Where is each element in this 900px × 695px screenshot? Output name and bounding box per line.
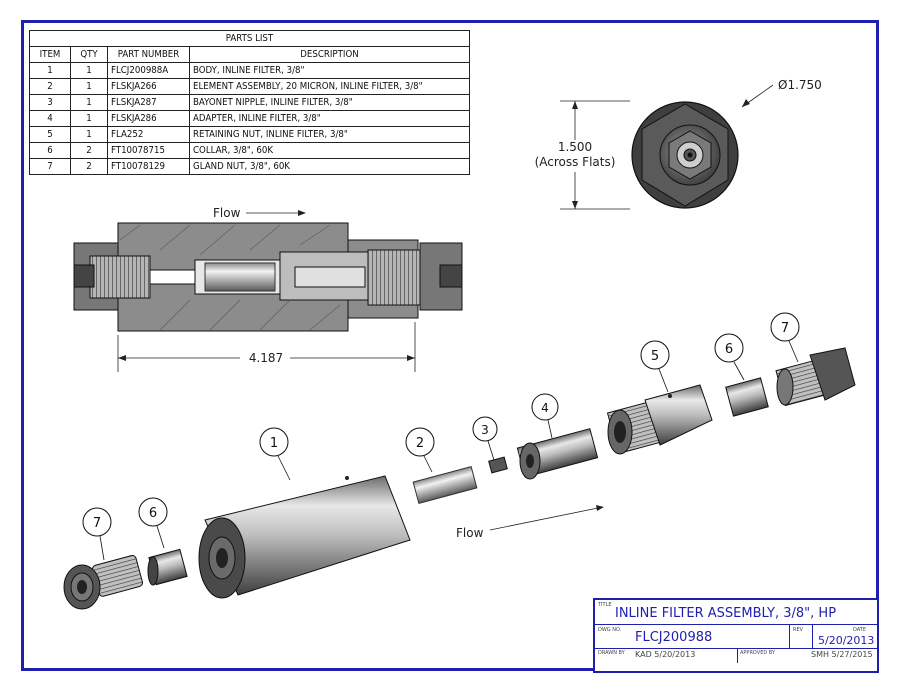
table-row: 1 1 FLCJ200988A BODY, INLINE FILTER, 3/8…: [29, 62, 470, 79]
parts-list-header-row: ITEM QTY PART NUMBER DESCRIPTION: [29, 46, 470, 63]
callout-7-left-label: 7: [93, 516, 101, 531]
drawn-label: DRAWN BY: [598, 650, 625, 656]
title-block: TITLE INLINE FILTER ASSEMBLY, 3/8", HP D…: [593, 598, 879, 673]
exploded-view: [63, 347, 856, 610]
length-dimension: 4.187: [249, 351, 283, 365]
callout-2-label: 2: [416, 436, 424, 451]
callout-1: 1: [259, 427, 291, 481]
callout-5: 5: [640, 340, 670, 393]
part-bayonet-nipple: [488, 456, 508, 474]
drawing-date: 5/20/2013: [818, 634, 875, 647]
callout-7-right-label: 7: [781, 321, 789, 336]
callout-5-label: 5: [651, 349, 659, 364]
parts-list-table: PARTS LIST ITEM QTY PART NUMBER DESCRIPT…: [29, 30, 470, 175]
part-adapter: [516, 428, 599, 480]
drawn-by: KAD 5/20/2013: [635, 650, 696, 659]
callout-7-left: 7: [82, 507, 112, 561]
cell-desc: GLAND NUT, 3/8", 60K: [189, 158, 470, 175]
callout-4: 4: [531, 393, 559, 439]
callout-3: 3: [472, 416, 498, 461]
signoff-row: DRAWN BY KAD 5/20/2013 APPROVED BY SMH 5…: [595, 649, 877, 663]
flow-label-section: Flow: [213, 206, 241, 220]
drawing-number: FLCJ200988: [635, 630, 713, 645]
callouts: 1 2 3 4 5 6 7: [82, 312, 800, 561]
callout-6-right: 6: [714, 333, 745, 381]
diameter-dimension: Ø1.750: [778, 78, 822, 92]
part-element: [412, 465, 478, 505]
callout-6-right-label: 6: [725, 342, 733, 357]
approved-by: SMH 5/27/2015: [811, 650, 873, 659]
approved-label: APPROVED BY: [740, 650, 776, 656]
title-row: TITLE INLINE FILTER ASSEMBLY, 3/8", HP: [595, 600, 877, 625]
section-view: [73, 210, 463, 372]
end-view: [560, 84, 774, 210]
dwg-label: DWG NO.: [598, 627, 622, 633]
table-row: 7 2 FT10078129 GLAND NUT, 3/8", 60K: [29, 158, 470, 175]
drawing-title: INLINE FILTER ASSEMBLY, 3/8", HP: [615, 606, 837, 621]
date-label: DATE: [853, 627, 867, 633]
callout-6-left-label: 6: [149, 506, 157, 521]
table-row: 5 1 FLA252 RETAINING NUT, INLINE FILTER,…: [29, 126, 470, 143]
part-gland-nut-right: [775, 347, 856, 407]
across-flats-note: (Across Flats): [535, 155, 616, 169]
callout-1-label: 1: [270, 436, 278, 451]
table-row: 6 2 FT10078715 COLLAR, 3/8", 60K: [29, 142, 470, 159]
table-row: 3 1 FLSKJA287 BAYONET NIPPLE, INLINE FIL…: [29, 94, 470, 111]
callout-3-label: 3: [481, 423, 489, 437]
callout-7-right: 7: [770, 312, 800, 363]
callout-2: 2: [405, 427, 435, 473]
table-row: 4 1 FLSKJA286 ADAPTER, INLINE FILTER, 3/…: [29, 110, 470, 127]
callout-6-left: 6: [138, 497, 168, 549]
across-flats-value: 1.500: [558, 140, 592, 154]
part-gland-nut-left: [63, 554, 143, 610]
part-retaining-nut: [606, 384, 713, 455]
part-collar-left: [147, 548, 188, 586]
dwg-row: DWG NO. FLCJ200988 REV DATE 5/20/2013: [595, 625, 877, 649]
part-collar-right: [725, 377, 769, 417]
callout-4-label: 4: [541, 401, 549, 415]
rev-label: REV: [793, 627, 804, 633]
title-label: TITLE: [598, 602, 612, 608]
part-body: [198, 475, 411, 599]
flow-label-exploded: Flow: [456, 526, 484, 540]
